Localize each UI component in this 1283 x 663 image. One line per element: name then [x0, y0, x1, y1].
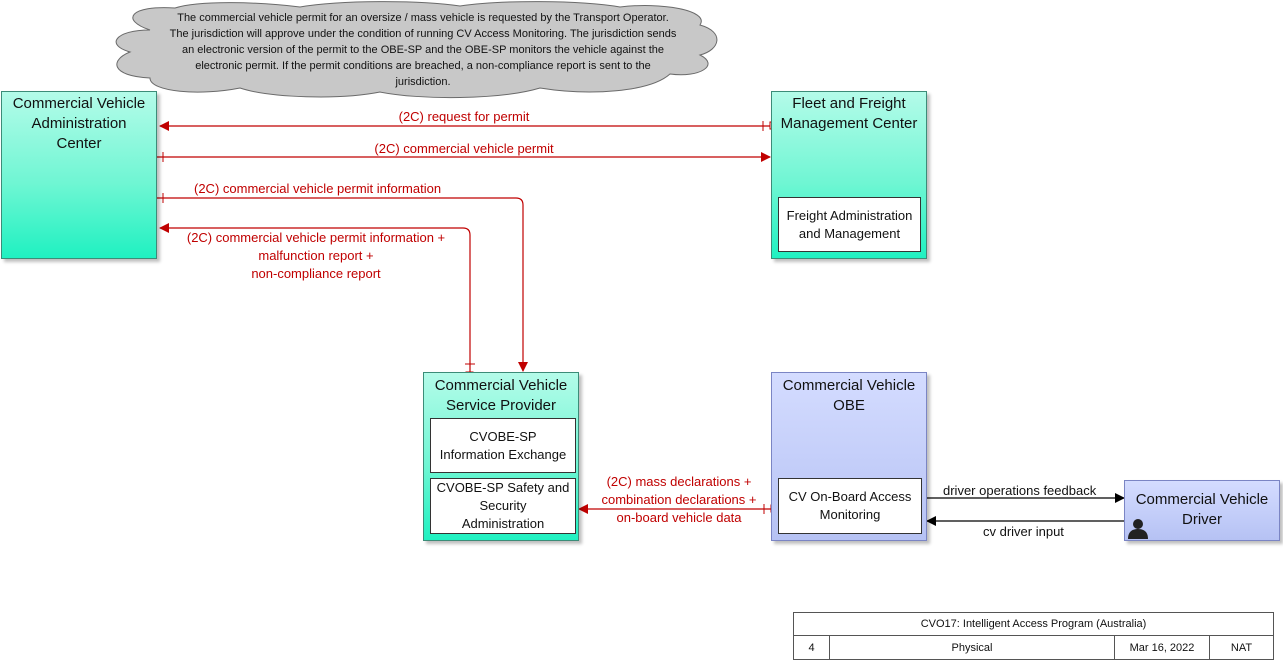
title-block: CVO17: Intelligent Access Program (Austr… — [793, 612, 1274, 660]
label-mass-declarations: (2C) mass declarations + combination dec… — [601, 474, 757, 525]
cloud-note: The commercial vehicle permit for an ove… — [169, 12, 677, 88]
element-cv-onboard-access-monitoring[interactable]: CV On-Board Access Monitoring — [778, 478, 922, 534]
label-request-permit: (2C) request for permit — [398, 109, 530, 124]
node-commercial-vehicle-obe[interactable]: Commercial Vehicle OBE CV On-Board Acces… — [771, 372, 927, 541]
node-cv-service-provider[interactable]: Commercial Vehicle Service Provider CVOB… — [423, 372, 579, 541]
title-block-title: CVO17: Intelligent Access Program (Austr… — [793, 612, 1274, 636]
node-title: Commercial Vehicle Service Provider — [434, 377, 568, 414]
label-driver-input: cv driver input — [983, 524, 1064, 539]
node-cv-administration-center[interactable]: Commercial Vehicle Administration Center — [1, 91, 157, 259]
cloud-shape — [115, 1, 718, 99]
node-title: Commercial Vehicle OBE — [782, 377, 916, 414]
label-driver-feedback: driver operations feedback — [943, 483, 1097, 498]
element-cvobe-sp-info-exchange[interactable]: CVOBE-SP Information Exchange — [430, 418, 576, 473]
label-permit-info-malfunction: (2C) commercial vehicle permit informati… — [186, 230, 446, 281]
label-permit-info: (2C) commercial vehicle permit informati… — [194, 181, 442, 196]
element-freight-administration[interactable]: Freight Administration and Management — [778, 197, 921, 252]
person-icon — [1128, 519, 1148, 539]
title-block-date: Mar 16, 2022 — [1114, 635, 1210, 660]
title-block-page: 4 — [793, 635, 830, 660]
node-title: Fleet and Freight Management Center — [780, 95, 918, 132]
node-fleet-freight-management-center[interactable]: Fleet and Freight Management Center Frei… — [771, 91, 927, 259]
title-block-view: Physical — [829, 635, 1115, 660]
title-block-scope: NAT — [1209, 635, 1274, 660]
node-commercial-vehicle-driver[interactable]: Commercial Vehicle Driver — [1124, 480, 1280, 541]
label-cv-permit: (2C) commercial vehicle permit — [374, 141, 554, 156]
node-title: Commercial Vehicle Administration Center — [12, 95, 146, 152]
node-title: Commercial Vehicle Driver — [1135, 491, 1269, 528]
element-cvobe-sp-safety-security[interactable]: CVOBE-SP Safety and Security Administrat… — [430, 478, 576, 534]
